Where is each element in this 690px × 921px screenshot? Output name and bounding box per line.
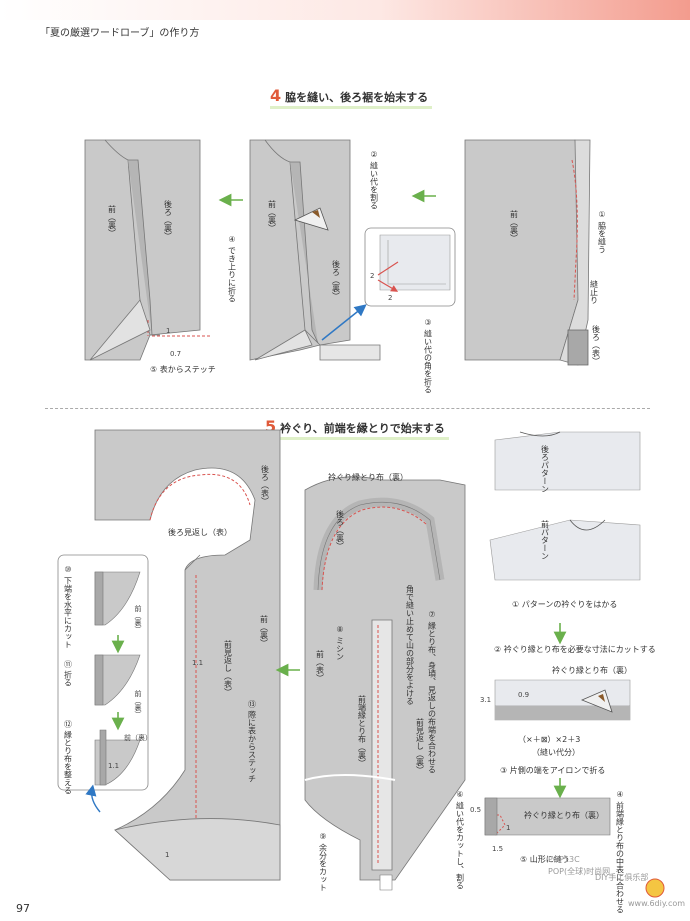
s4-inset-2b: 2 xyxy=(388,294,392,302)
watermark-diy: DIY手工俱乐部 xyxy=(595,872,648,882)
s5-step11-front: 前（裏） xyxy=(134,689,142,718)
s4-a-front-label: 前（裏） xyxy=(108,204,117,237)
s5-pattern-front xyxy=(489,519,641,581)
s4-hemline-label: 縫止り xyxy=(590,279,599,304)
s5-front-omote-label: 前（表） xyxy=(316,649,325,682)
s5-front-pattern-label: 前パターン xyxy=(541,519,550,560)
s5-back-ura-label: 後ろ（裏） xyxy=(336,509,345,550)
section-4-title-text: 脇を縫い、後ろ裾を始末する xyxy=(285,91,429,104)
s5-measure-15: 1.5 xyxy=(492,845,503,853)
s4-step3-label: ③ 縫い代の角を折る xyxy=(424,318,433,394)
page-header: 「夏の厳選ワードローブ」の作り方 xyxy=(40,28,200,39)
s4-step5-label: ⑤ 表からステッチ xyxy=(150,364,216,374)
section-4-number: 4 xyxy=(270,86,282,105)
s5-measure-1: 1 xyxy=(165,851,169,859)
s5-step-p3: ③ 片側の端をアイロンで折る xyxy=(500,765,605,775)
s5-front-facing-label: 前見返し（表） xyxy=(224,639,233,696)
s5-back-omote-label: 後ろ（表） xyxy=(261,464,270,505)
s5-measure-05: 0.5 xyxy=(470,806,481,814)
watermark-logo-icon xyxy=(645,878,665,898)
s4-c-back-label: 後ろ（表） xyxy=(592,324,601,365)
s4-a-back-label: 後ろ（裏） xyxy=(164,199,173,240)
s5-step7-label: ⑦ 縁とり布、身頃、見返しの布端を合わせる xyxy=(428,610,437,774)
s5-step10-label: ⑩ 下端を水平にカット xyxy=(64,565,73,649)
s5-step13-label: ⑬ 際に表からステッチ xyxy=(248,700,257,783)
s5-binding-neck-label: 衿ぐり縁とり布（裏） xyxy=(328,472,408,482)
s5-step10-front: 前（裏） xyxy=(134,604,142,633)
s5-binding-joint xyxy=(484,797,611,836)
s5-pattern-back xyxy=(494,431,641,491)
s4-panel-finished xyxy=(84,139,210,361)
page-number: 97 xyxy=(16,902,30,915)
s4-step4-label: ④ でき上りに折る xyxy=(228,235,237,303)
s5-front-facing-ura-label: 前見返し（裏） xyxy=(416,717,425,774)
s5-panel-binding xyxy=(304,476,466,891)
section-divider xyxy=(45,408,650,409)
s5-note-corner: 角で縫い止めて山の部分をよける xyxy=(406,584,415,705)
s4-b-back-label: 後ろ（裏） xyxy=(332,259,341,300)
s5-formula: （×＋⊠）×2＋3 xyxy=(518,735,580,744)
s4-c-front-label: 前（裏） xyxy=(510,209,519,242)
s5-step8-label: ⑧ ミシン xyxy=(336,625,345,661)
header-gradient-bar xyxy=(0,0,690,20)
s5-step9-label: ⑨ 余分をカット xyxy=(319,832,328,892)
s5-step12-front: 前（裏） xyxy=(124,733,152,742)
s5-binding-cloth-label: 衿ぐり縁とり布（裏） xyxy=(552,665,632,675)
s4-step1-label: ① 脇を縫う xyxy=(598,210,607,254)
s5-front-ura-label: 前（裏） xyxy=(260,614,269,647)
s5-step-p2: ② 衿ぐり縁とり布を必要な寸法にカットする xyxy=(494,644,656,654)
s5-measure-11: 1.1 xyxy=(192,659,203,667)
s5-measure-31: 3.1 xyxy=(480,696,491,704)
watermark-pop: POP13C xyxy=(548,855,580,864)
s5-front-binding-label: 前端縁とり布（裏） xyxy=(358,694,367,767)
s5-step12-label: ⑫ 縁とり布を整える xyxy=(64,720,73,795)
s5-panel-finished xyxy=(94,429,281,881)
s4-panel-pressing xyxy=(249,139,381,361)
s5-step11-label: ⑪ 折る xyxy=(64,660,73,687)
s5-step-p5: ⑤ 山形に縫う xyxy=(520,854,570,864)
s5-step12-measure: 1.1 xyxy=(108,762,119,770)
section-5-number: 5 xyxy=(265,417,277,436)
s5-step-p1: ① パターンの衿ぐりをはかる xyxy=(512,599,617,609)
s5-binding-strip xyxy=(494,679,631,721)
s4-panel-side-seam xyxy=(464,139,591,366)
s4-measure-07: 0.7 xyxy=(170,350,181,358)
s4-measure-1: 1 xyxy=(166,327,170,335)
watermark-pop-sub: POP(全球)时尚网 xyxy=(548,866,610,876)
s5-step-p6: ⑥ 縫い代をカットし、割る xyxy=(456,790,465,890)
section-5-title-text: 衿ぐり、前端を縁とりで始末する xyxy=(280,422,445,435)
s5-back-pattern-label: 後ろパターン xyxy=(541,444,550,493)
s5-binding-cloth2-label: 衿ぐり縁とり布（裏） xyxy=(524,810,604,820)
s5-back-facing-label: 後ろ見返し（表） xyxy=(168,527,232,537)
s5-measure-1b: 1 xyxy=(506,824,510,832)
s5-step-p4: ④ 前端縁とり布の中表に合わせる xyxy=(616,790,625,914)
watermark-site: www.6diy.com xyxy=(628,899,685,908)
s4-inset-2a: 2 xyxy=(370,272,374,280)
s5-measure-09: 0.9 xyxy=(518,691,529,699)
s5-allowance: （縫い代分） xyxy=(532,747,580,757)
s4-b-front-label: 前（裏） xyxy=(268,199,277,232)
s4-step2-label: ② 縫い代を割る xyxy=(370,150,379,210)
